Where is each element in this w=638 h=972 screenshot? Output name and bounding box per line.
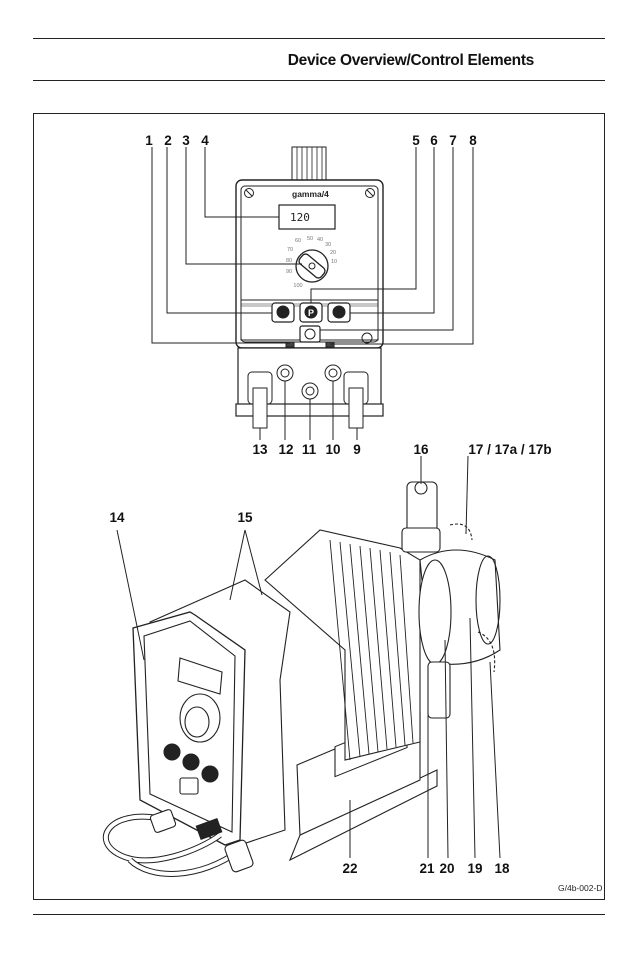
top-rule	[33, 38, 605, 39]
pump-base-plate	[288, 769, 438, 862]
dial-tick-6: 70	[287, 247, 293, 253]
callout-top-4: 5	[412, 133, 420, 148]
callout-mid-0: 13	[252, 442, 268, 457]
bottom-rule	[33, 914, 605, 915]
callout-top-2: 3	[182, 133, 190, 148]
lcd-value: 120	[290, 211, 310, 224]
dial-tick-9: 100	[293, 283, 302, 289]
perspective-lcd	[177, 657, 223, 695]
callout-top-5: 6	[430, 133, 438, 148]
callout-bottom-5: 19	[467, 861, 482, 876]
callout-mid-2: 11	[302, 442, 317, 457]
dial-tick-7: 80	[286, 258, 292, 264]
svg-text:P: P	[308, 308, 314, 318]
callout-mid-4: 9	[353, 442, 361, 457]
discharge-valve	[427, 661, 451, 719]
dial-tick-4: 50	[307, 236, 313, 242]
callout-top-0: 1	[145, 133, 153, 148]
callout-mid-1: 12	[278, 442, 293, 457]
page-title: Device Overview/Control Elements	[287, 52, 535, 69]
dial-tick-0: 10	[331, 259, 337, 265]
bottom-leader-lines	[116, 455, 501, 859]
title-rule	[33, 80, 605, 81]
dial-tick-5: 60	[295, 238, 301, 244]
callout-top-7: 8	[469, 133, 477, 148]
warning-led-left	[285, 341, 295, 348]
top-adjust-knob	[291, 146, 327, 184]
callout-bottom-6: 18	[494, 861, 510, 876]
cooling-fins	[264, 529, 421, 761]
dial-tick-2: 30	[325, 242, 331, 248]
callout-top-3: 4	[201, 133, 209, 148]
callout-bottom-3: 21	[419, 861, 435, 876]
suction-valve	[406, 481, 438, 533]
perspective-view	[103, 455, 501, 877]
callout-top-6: 7	[449, 133, 457, 148]
figure-frame	[33, 113, 605, 900]
top-leader-lines	[151, 147, 474, 440]
callout-top-1: 2	[164, 133, 172, 148]
tap-key	[299, 325, 321, 343]
dial-tick-3: 40	[317, 237, 323, 243]
callout-mid-5: 16	[413, 442, 429, 457]
callout-bottom-1: 15	[237, 510, 253, 525]
callouts-bottom: 14 15 22 21 20 19 18	[109, 510, 510, 876]
dial-tick-1: 20	[330, 250, 336, 256]
lcd-display	[278, 204, 336, 230]
fault-indicator	[361, 332, 373, 344]
callout-bottom-2: 22	[342, 861, 357, 876]
brand-label: gamma/4	[292, 189, 329, 199]
figure-reference: G/4b-002-D	[558, 883, 602, 893]
callouts-mid: 13 12 11 10 9 16 17 / 17a / 17b	[252, 442, 551, 457]
callout-mid-3: 10	[325, 442, 340, 457]
front-view: P	[151, 146, 474, 440]
callout-bottom-4: 20	[439, 861, 454, 876]
dial-tick-8: 90	[286, 269, 292, 275]
callout-mid-6: 17 / 17a / 17b	[468, 442, 551, 457]
callout-bottom-0: 14	[109, 510, 125, 525]
